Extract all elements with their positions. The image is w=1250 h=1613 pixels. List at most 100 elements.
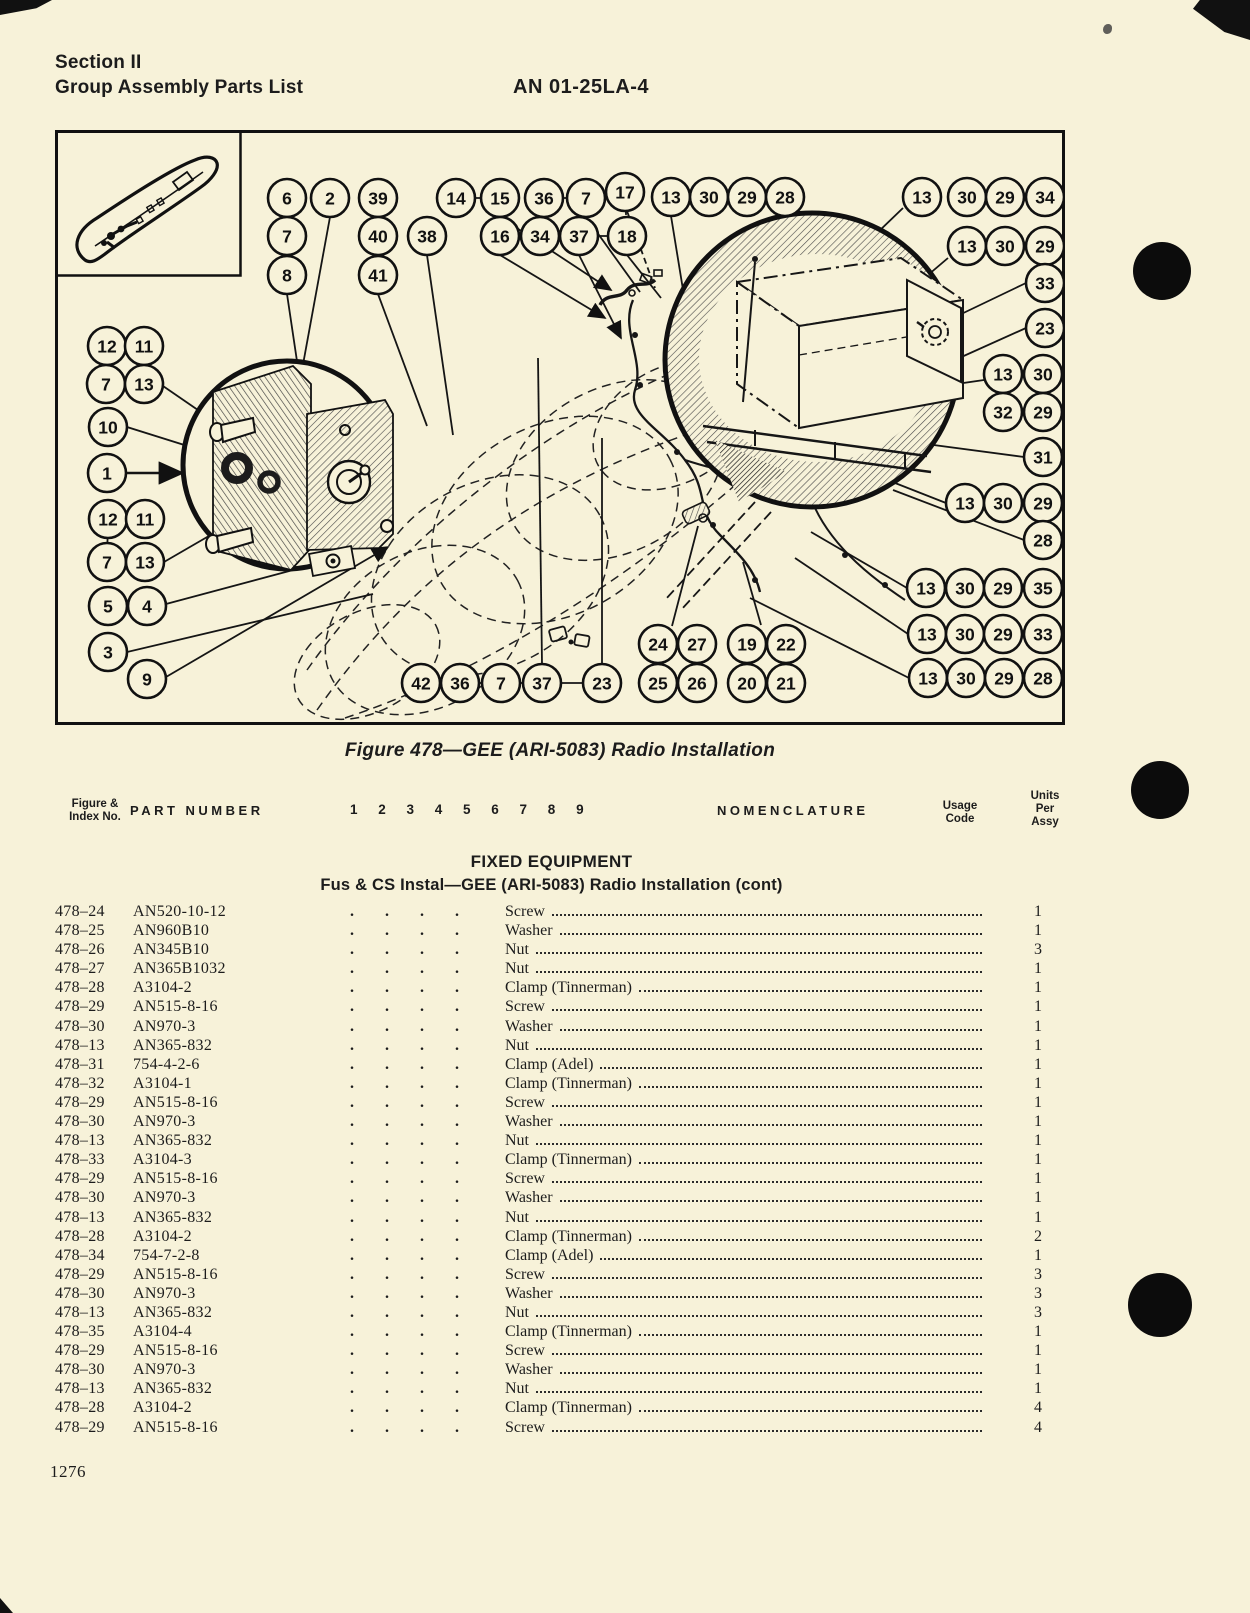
- figure-index-cell: 478–13: [55, 1036, 105, 1054]
- units-per-assy-cell: 3: [1034, 941, 1042, 959]
- svg-text:2: 2: [325, 189, 335, 209]
- page-number: 1276: [50, 1462, 86, 1481]
- svg-text:27: 27: [687, 635, 706, 655]
- svg-text:34: 34: [1035, 188, 1055, 208]
- figure-index-cell: 478–28: [55, 1399, 105, 1417]
- dot-leader: [551, 1180, 982, 1184]
- callout-41: 41: [357, 254, 399, 296]
- svg-text:13: 13: [916, 579, 936, 599]
- svg-text:6: 6: [282, 189, 292, 209]
- indenture-dots: ....: [350, 1132, 459, 1150]
- units-per-assy-cell: 1: [1034, 1093, 1042, 1111]
- part-number-cell: AN365-832: [133, 1303, 213, 1321]
- svg-text:38: 38: [417, 227, 437, 247]
- callout-37: 37: [558, 215, 600, 257]
- callout-29: 29: [982, 567, 1024, 609]
- dot-leader: [559, 1028, 982, 1031]
- dot-leader: [536, 951, 982, 955]
- callout-13: 13: [124, 541, 166, 583]
- callout-11: 11: [123, 325, 165, 367]
- units-per-assy-cell: 1: [1034, 1246, 1042, 1264]
- part-number-cell: AN520-10-12: [133, 903, 227, 920]
- figure-index-cell: 478–13: [55, 1132, 105, 1150]
- scan-corner-mark: [0, 0, 52, 15]
- nomenclature-cell: Nut: [505, 941, 992, 959]
- dot-leader: [559, 1199, 982, 1203]
- svg-text:13: 13: [957, 237, 977, 257]
- indenture-dots: ....: [350, 1151, 459, 1169]
- svg-text:13: 13: [134, 375, 154, 395]
- dot-leader: [600, 1066, 982, 1069]
- binding-hole: [1133, 242, 1191, 300]
- svg-text:13: 13: [135, 553, 155, 573]
- svg-text:13: 13: [661, 188, 681, 208]
- svg-text:33: 33: [1035, 274, 1055, 294]
- callout-26: 26: [676, 662, 718, 704]
- callout-7: 7: [480, 662, 522, 704]
- aircraft-inset: [55, 130, 242, 277]
- callout-33: 33: [1022, 613, 1064, 655]
- callout-34: 34: [519, 215, 561, 257]
- units-per-assy-cell: 1: [1034, 903, 1042, 920]
- nomenclature-cell: Clamp (Tinnerman): [505, 1075, 992, 1093]
- col-header-figure-index: Figure & Index No.: [69, 798, 121, 823]
- dot-leader: [551, 913, 982, 916]
- section-label: Section II: [55, 52, 142, 73]
- figure-index-cell: 478–35: [55, 1323, 105, 1341]
- indenture-dots: ....: [350, 1074, 459, 1092]
- nomenclature-cell: Nut: [505, 1132, 992, 1150]
- figure-index-cell: 478–34: [55, 1246, 105, 1264]
- figure-index-cell: 478–32: [55, 1074, 105, 1092]
- callout-19: 19: [726, 623, 768, 665]
- callout-1: 1: [86, 452, 128, 494]
- dot-leader: [559, 1371, 982, 1375]
- callout-38: 38: [406, 215, 448, 257]
- dot-leader: [559, 1295, 982, 1298]
- callout-12: 12: [86, 325, 128, 367]
- part-number-cell: AN970-3: [133, 1189, 196, 1207]
- svg-text:34: 34: [530, 227, 550, 247]
- aircraft-outline-icon: [75, 155, 219, 264]
- callout-30: 30: [944, 567, 986, 609]
- svg-text:13: 13: [955, 494, 975, 514]
- indenture-dots: ....: [350, 903, 459, 920]
- part-number-cell: 754-4-2-6: [133, 1055, 200, 1073]
- svg-text:22: 22: [776, 635, 796, 655]
- svg-text:39: 39: [368, 189, 388, 209]
- callout-30: 30: [944, 613, 986, 655]
- figure-index-cell: 478–27: [55, 960, 105, 978]
- nomenclature-cell: Nut: [505, 1037, 992, 1055]
- callout-32: 32: [982, 391, 1024, 433]
- svg-text:35: 35: [1033, 579, 1053, 599]
- units-per-assy-cell: 1: [1034, 1170, 1042, 1188]
- callout-13: 13: [905, 567, 947, 609]
- svg-text:18: 18: [617, 227, 637, 247]
- units-per-assy-cell: 1: [1034, 960, 1042, 978]
- svg-text:28: 28: [1033, 531, 1053, 551]
- svg-text:21: 21: [776, 674, 796, 694]
- callout-8: 8: [266, 254, 308, 296]
- units-per-assy-cell: 3: [1034, 1284, 1042, 1302]
- callout-7: 7: [266, 215, 308, 257]
- dot-leader: [536, 970, 982, 974]
- dot-leader: [638, 989, 982, 993]
- figure-index-cell: 478–26: [55, 941, 105, 959]
- part-number-cell: 754-7-2-8: [133, 1246, 200, 1264]
- callout-13: 13: [907, 657, 949, 699]
- callout-7: 7: [86, 541, 128, 583]
- indenture-dots: ....: [350, 1265, 459, 1283]
- part-number-cell: AN515-8-16: [133, 1342, 218, 1360]
- svg-text:13: 13: [912, 188, 932, 208]
- callout-28: 28: [1022, 657, 1064, 699]
- figure-index-cell: 478–24: [55, 903, 105, 920]
- figure-border: [55, 130, 1065, 725]
- part-number-cell: AN960B10: [133, 922, 210, 940]
- svg-text:28: 28: [775, 188, 795, 208]
- figure-index-cell: 478–28: [55, 979, 105, 997]
- svg-text:36: 36: [534, 189, 554, 209]
- scan-corner-mark: [1193, 0, 1250, 40]
- dot-leader: [638, 1333, 982, 1337]
- nomenclature-cell: Screw: [505, 1419, 992, 1437]
